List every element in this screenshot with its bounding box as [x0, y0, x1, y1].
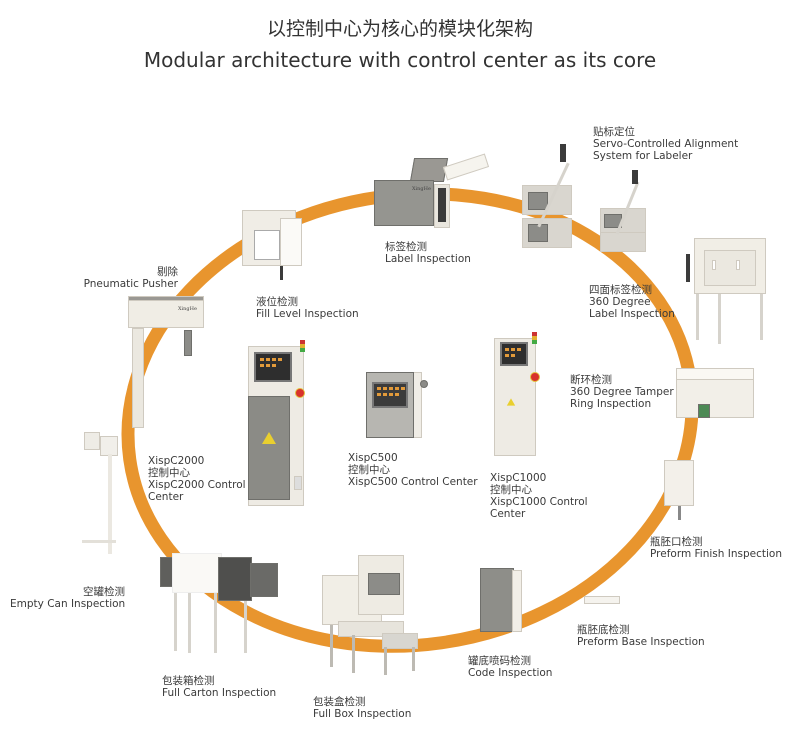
label-full-box: 包装盒检测 Full Box Inspection — [313, 696, 411, 720]
servo-alignment-device — [522, 140, 662, 252]
label-en: XispC500 Control Center — [348, 476, 478, 488]
label-en: Center — [148, 491, 184, 503]
label-xispc500: XispC500 控制中心 XispC500 Control Center — [348, 452, 478, 488]
label-xispc1000: XispC1000 控制中心 XispC1000 Control Center — [490, 472, 588, 520]
label-label-360: 四面标签检测 360 Degree Label Inspection — [589, 284, 675, 320]
brand-mark: XingHe — [178, 306, 197, 312]
label-cn: 液位检测 — [256, 296, 298, 308]
full-box-device — [318, 555, 428, 675]
label-en: Full Box Inspection — [313, 708, 412, 720]
label-en: 360 Degree Tamper — [570, 386, 674, 398]
label-tamper-ring: 断环检测 360 Degree Tamper Ring Inspection — [570, 374, 674, 410]
pneumatic-pusher-device: XingHe — [126, 296, 206, 436]
label-en: Pneumatic Pusher — [83, 278, 178, 290]
label-en: Fill Level Inspection — [256, 308, 359, 320]
label-en: Preform Finish Inspection — [650, 548, 782, 560]
label-cn: 控制中心 — [490, 484, 532, 496]
fill-level-device — [240, 208, 320, 280]
label-cn: 包装盒检测 — [313, 696, 366, 708]
label-inspection-device: XingHe — [372, 153, 492, 228]
label-cn: 控制中心 — [148, 467, 190, 479]
label-cn: 控制中心 — [348, 464, 390, 476]
code-inspection-device — [478, 566, 528, 636]
label-empty-can: 空罐检测 Empty Can Inspection — [10, 586, 125, 610]
label-360-device — [680, 236, 780, 346]
label-cn: 瓶胚底检测 — [577, 624, 630, 636]
label-cn: 罐底喷码检测 — [468, 655, 531, 667]
brand-mark: XingHe — [412, 186, 431, 192]
title-cn: 以控制中心为核心的模块化架构 — [266, 18, 533, 40]
label-full-carton: 包装箱检测 Full Carton Inspection — [162, 675, 276, 699]
empty-can-device — [78, 428, 138, 568]
label-preform-base: 瓶胚底检测 Preform Base Inspection — [577, 624, 705, 648]
title-en: Modular architecture with control center… — [143, 48, 657, 72]
label-cn: 瓶胚口检测 — [650, 536, 703, 548]
preform-base-device — [584, 594, 624, 610]
label-cn: 空罐检测 — [83, 586, 125, 598]
tamper-ring-device — [676, 368, 776, 428]
label-en: Code Inspection — [468, 667, 553, 679]
label-pneumatic-pusher: 剔除 Pneumatic Pusher — [70, 266, 178, 290]
label-en: Servo-Controlled Alignment — [593, 138, 739, 150]
label-model: XispC1000 — [490, 472, 547, 484]
label-cn: 包装箱检测 — [162, 675, 215, 687]
label-xispc2000: XispC2000 控制中心 XispC2000 Control Center — [148, 455, 246, 503]
label-en: Ring Inspection — [570, 398, 652, 410]
label-en: Preform Base Inspection — [577, 636, 705, 648]
label-model: XispC500 — [348, 452, 398, 464]
xispc2000-device — [244, 340, 314, 510]
xispc1000-device — [490, 330, 550, 460]
label-en: XispC1000 Control — [490, 496, 588, 508]
xispc500-device — [364, 370, 434, 440]
label-fill-level: 液位检测 Fill Level Inspection — [256, 296, 359, 320]
label-en: 360 Degree — [589, 296, 651, 308]
label-en: Empty Can Inspection — [10, 598, 126, 610]
label-en: Center — [490, 508, 526, 520]
label-servo-alignment: 贴标定位 Servo-Controlled Alignment System f… — [593, 126, 738, 162]
label-cn: 断环检测 — [570, 374, 612, 386]
label-en: Label Inspection — [385, 253, 471, 265]
full-carton-device — [158, 545, 278, 655]
label-label-inspection: 标签检测 Label Inspection — [385, 241, 471, 265]
label-preform-finish: 瓶胚口检测 Preform Finish Inspection — [650, 536, 782, 560]
label-en: System for Labeler — [593, 150, 693, 162]
label-en: Full Carton Inspection — [162, 687, 277, 699]
label-model: XispC2000 — [148, 455, 205, 467]
label-en: XispC2000 Control — [148, 479, 246, 491]
label-cn: 标签检测 — [385, 241, 427, 253]
label-en: Label Inspection — [589, 308, 675, 320]
label-code: 罐底喷码检测 Code Inspection — [468, 655, 552, 679]
preform-finish-device — [660, 460, 700, 540]
label-cn: 贴标定位 — [593, 126, 635, 138]
label-cn: 剔除 — [157, 266, 178, 278]
label-cn: 四面标签检测 — [589, 284, 652, 296]
